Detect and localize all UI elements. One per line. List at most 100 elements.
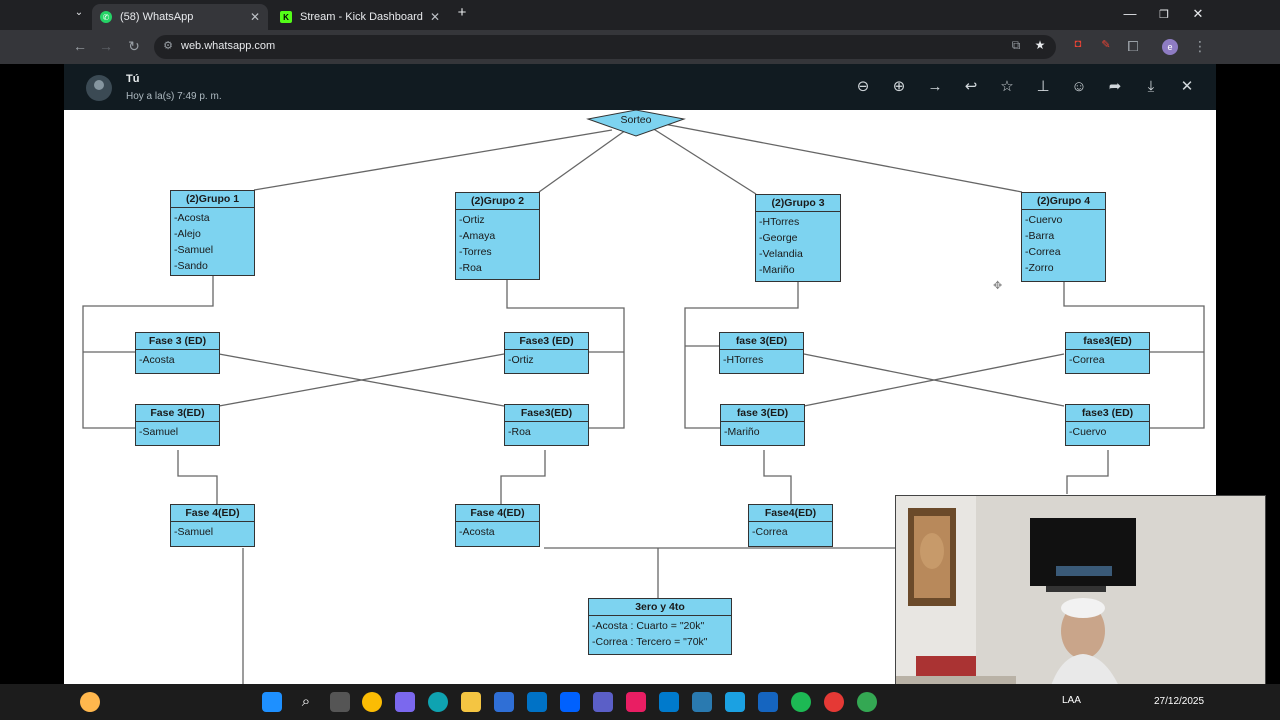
phase-title: Fase 3(ED) xyxy=(136,405,219,422)
close-tab-icon[interactable]: ✕ xyxy=(429,10,440,24)
widgets-icon[interactable] xyxy=(80,692,100,712)
phase-title: Fase 3 (ED) xyxy=(136,333,219,350)
group-member: -Barra xyxy=(1025,230,1055,242)
forward-nav-icon[interactable]: → xyxy=(99,38,113,54)
vscode-icon[interactable] xyxy=(659,692,679,712)
reload-icon[interactable]: ↻ xyxy=(128,38,140,54)
group-member: -Correa xyxy=(1025,246,1061,258)
store-icon[interactable] xyxy=(494,692,514,712)
app-icon[interactable] xyxy=(824,692,844,712)
group-member: -Roa xyxy=(459,262,482,274)
whatsapp-icon: ✆ xyxy=(100,11,112,23)
tab-kick-dashboard[interactable]: K Stream - Kick Dashboard ✕ xyxy=(272,4,448,30)
profile-avatar[interactable]: e xyxy=(1162,39,1178,55)
tab-whatsapp[interactable]: ✆ (58) WhatsApp ✕ xyxy=(92,4,268,30)
group-box: (2)Grupo 1 -Acosta -Alejo -Samuel -Sando xyxy=(170,190,255,276)
phase3-box: Fase3 (ED) -Ortiz xyxy=(504,332,589,374)
phase-title: Fase4(ED) xyxy=(749,505,832,522)
search-icon[interactable]: ⌕ xyxy=(301,693,311,710)
phase-item: -Ortiz xyxy=(508,354,534,366)
spotify-icon[interactable] xyxy=(791,692,811,712)
phase-item: -Correa xyxy=(1069,354,1105,366)
star-icon[interactable]: ☆ xyxy=(1000,78,1014,95)
close-viewer-icon[interactable]: ✕ xyxy=(1180,78,1194,95)
message-timestamp: Hoy a la(s) 7:49 p. m. xyxy=(126,91,222,102)
app-icon[interactable] xyxy=(725,692,745,712)
group-box: (2)Grupo 2 -Ortiz -Amaya -Torres -Roa xyxy=(455,192,540,280)
group-box: (2)Grupo 3 -HTorres -George -Velandia -M… xyxy=(755,194,841,282)
webcam-feed xyxy=(896,496,1265,704)
phase-item: -Correa xyxy=(752,526,788,538)
task-view-icon[interactable] xyxy=(330,692,350,712)
notepad-icon[interactable] xyxy=(758,692,778,712)
phase-title: Fase 4(ED) xyxy=(171,505,254,522)
phase3-box: fase3 (ED) -Cuervo xyxy=(1065,404,1150,446)
group-title: (2)Grupo 2 xyxy=(456,193,539,210)
taskbar-date[interactable]: 27/12/2025 xyxy=(1154,696,1205,707)
phase-item: -Acosta xyxy=(459,526,495,538)
phase-title: 3ero y 4to xyxy=(589,599,731,616)
group-member: -George xyxy=(759,232,798,244)
edge-icon[interactable] xyxy=(428,692,448,712)
download-icon[interactable]: ⤓ xyxy=(1147,78,1155,95)
chrome-icon[interactable] xyxy=(362,692,382,712)
emoji-icon[interactable]: ☺ xyxy=(1071,78,1087,95)
phase4-box: Fase4(ED) -Correa xyxy=(748,504,833,547)
outlook-icon[interactable] xyxy=(527,692,547,712)
extensions-puzzle-icon[interactable]: ⧠ xyxy=(1127,38,1139,54)
menu-kebab-icon[interactable]: ⋮ xyxy=(1193,38,1207,54)
dropbox-icon[interactable] xyxy=(560,692,580,712)
avatar[interactable] xyxy=(86,75,112,101)
bookmark-star-icon[interactable]: ★ xyxy=(1034,38,1046,52)
file-explorer-icon[interactable] xyxy=(461,692,481,712)
group-member: -Ortiz xyxy=(459,214,485,226)
tab-label: Stream - Kick Dashboard xyxy=(300,11,423,23)
phase3-box: fase3(ED) -Correa xyxy=(1065,332,1150,374)
zoom-in-icon[interactable]: ⊕ xyxy=(892,78,906,95)
tab-label: (58) WhatsApp xyxy=(120,11,194,23)
new-tab-button[interactable]: + xyxy=(457,4,467,21)
group-member: -Amaya xyxy=(459,230,496,242)
phase3-box: Fase 3 (ED) -Acosta xyxy=(135,332,220,374)
group-member: -HTorres xyxy=(759,216,800,228)
diagram-connector-lines: Sorteo xyxy=(82,110,1205,684)
chrome-active-icon[interactable] xyxy=(857,692,877,712)
phase-title: Fase3 (ED) xyxy=(505,333,588,350)
pin-icon[interactable]: ⊥ xyxy=(1036,78,1050,95)
group-box: (2)Grupo 4 -Cuervo -Barra -Correa -Zorro xyxy=(1021,192,1106,282)
group-member: -Acosta xyxy=(174,212,210,224)
zoom-out-icon[interactable]: ⊖ xyxy=(856,78,870,95)
reply-icon[interactable]: ↩ xyxy=(964,78,978,95)
app-icon[interactable] xyxy=(692,692,712,712)
group-member: -Torres xyxy=(459,246,492,258)
forward-icon[interactable]: → xyxy=(927,78,943,95)
extension-icon[interactable]: ✎ xyxy=(1101,39,1111,51)
close-tab-icon[interactable]: ✕ xyxy=(249,10,260,24)
phase-title: fase 3(ED) xyxy=(720,333,803,350)
cast-icon[interactable]: ⧉ xyxy=(1011,38,1021,52)
group-member: -Alejo xyxy=(174,228,201,240)
group-member: -Mariño xyxy=(759,264,795,276)
tab-search-icon[interactable]: ⌄ xyxy=(74,7,84,18)
teams-icon[interactable] xyxy=(593,692,613,712)
result-line: -Correa : Tercero = "70k" xyxy=(592,636,708,648)
share-icon[interactable]: ➦ xyxy=(1108,78,1122,95)
extension-icon[interactable]: ◘ xyxy=(1074,38,1082,50)
kick-icon: K xyxy=(280,11,292,23)
app-icon[interactable] xyxy=(626,692,646,712)
address-bar[interactable]: ⚙ web.whatsapp.com ⧉ ★ xyxy=(154,35,1056,59)
taskbar: ⌕ LAA 27/12/2025 xyxy=(0,684,1280,720)
copilot-icon[interactable] xyxy=(395,692,415,712)
back-icon[interactable]: ← xyxy=(73,38,87,54)
move-cursor-icon: ✥ xyxy=(993,280,1003,292)
windows-start-icon[interactable] xyxy=(262,692,282,712)
site-info-icon[interactable]: ⚙ xyxy=(163,40,173,52)
minimize-button[interactable]: — xyxy=(1123,6,1137,21)
language-indicator[interactable]: LAA xyxy=(1062,695,1081,706)
group-member: -Zorro xyxy=(1025,262,1054,274)
phase-title: fase3 (ED) xyxy=(1066,405,1149,422)
close-window-button[interactable]: ✕ xyxy=(1192,6,1204,21)
third-fourth-box: 3ero y 4to -Acosta : Cuarto = "20k" -Cor… xyxy=(588,598,732,655)
restore-button[interactable]: ❐ xyxy=(1159,9,1169,21)
group-title: (2)Grupo 3 xyxy=(756,195,840,212)
